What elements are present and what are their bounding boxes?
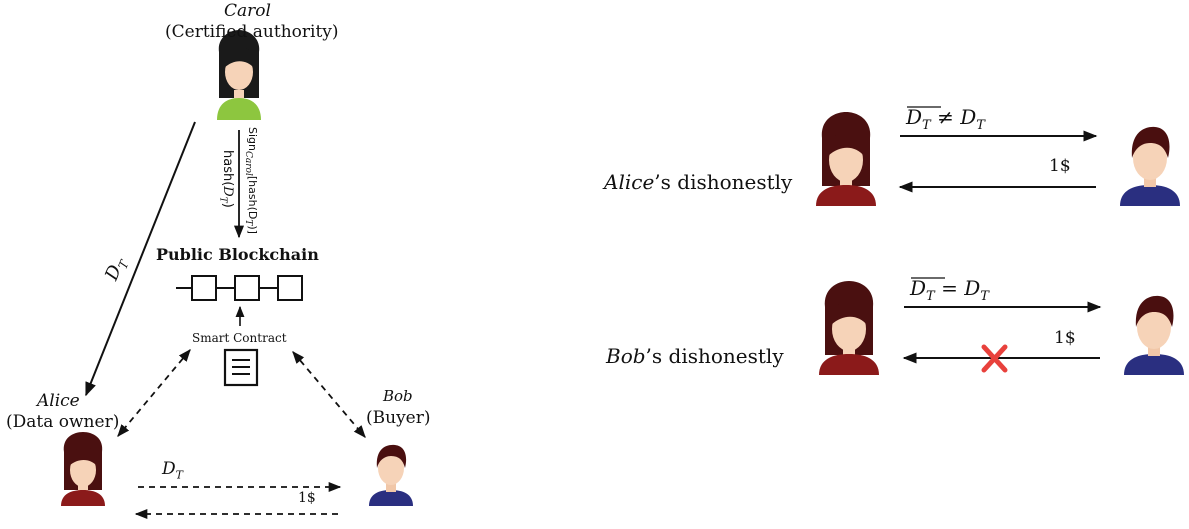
cross-icon: [981, 344, 1008, 373]
row1-alice-avatar-icon: [816, 112, 876, 206]
row2-payment: 1$: [1054, 328, 1076, 348]
blockchain-label: Public Blockchain: [156, 245, 319, 264]
bottom-payment-label: 1$: [298, 490, 316, 506]
row2-formula: DT = DT: [910, 276, 989, 304]
carol-name: Carol: [224, 1, 271, 21]
alice-name: Alice: [37, 391, 80, 411]
smart-contract-label: Smart Contract: [192, 331, 287, 345]
contract-bob-dashed-arrow: [292, 351, 366, 438]
carol-role: (Certified authority): [165, 22, 339, 42]
bob-role: (Buyer): [366, 408, 431, 428]
bottom-dt-label: DT: [162, 459, 183, 482]
bob-avatar-icon: [369, 444, 413, 506]
alice-avatar-icon: [61, 432, 105, 506]
blockchain-icon: [176, 275, 303, 301]
contract-alice-dashed-arrow: [117, 349, 191, 437]
document-icon: [223, 348, 259, 387]
row1-label: Alice’s dishonestly: [604, 170, 793, 194]
carol-to-alice-arrow: [85, 121, 196, 397]
row1-payment: 1$: [1049, 156, 1071, 176]
carol-avatar-icon: [217, 30, 261, 120]
row2-alice-avatar-icon: [819, 281, 879, 375]
row1-bob-avatar-icon: [1120, 126, 1180, 206]
row2-label: Bob’s dishonestly: [606, 344, 784, 368]
hash-label: hash(DT): [217, 150, 235, 208]
alice-role: (Data owner): [6, 412, 120, 432]
row2-bob-avatar-icon: [1124, 295, 1184, 375]
sign-label: SignCarol[hash(DT)]: [242, 127, 259, 234]
row1-formula: DT ≠ DT: [906, 105, 985, 133]
bob-name: Bob: [383, 387, 413, 405]
